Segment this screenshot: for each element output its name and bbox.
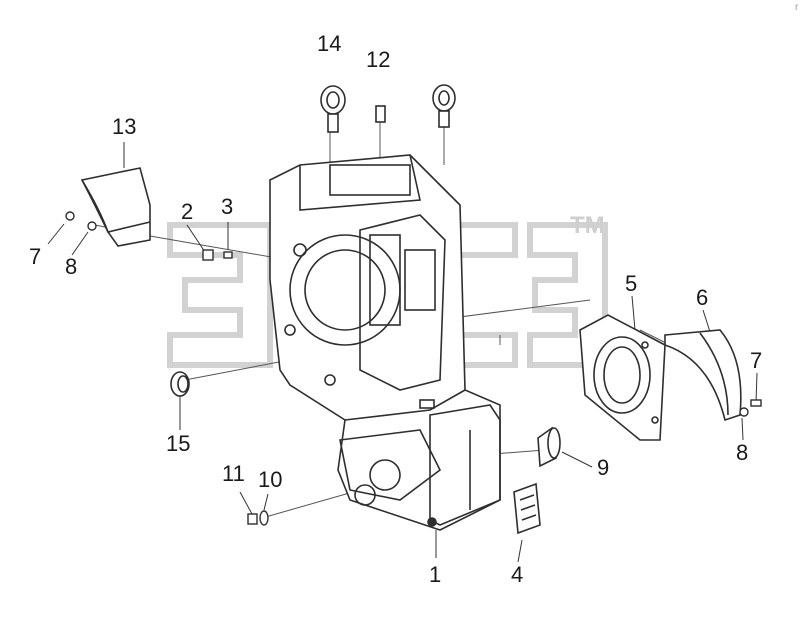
plug-2 xyxy=(202,249,214,261)
part-label-9: 9 xyxy=(597,455,610,480)
part-label-12: 12 xyxy=(366,47,391,72)
pin-3 xyxy=(223,251,233,259)
part-label-8-left: 8 xyxy=(65,254,78,279)
part-label-8-right: 8 xyxy=(736,440,749,465)
part-label-14: 14 xyxy=(317,31,342,56)
part-label-2: 2 xyxy=(181,199,194,224)
screw-7-right xyxy=(750,399,762,407)
part-label-15: 15 xyxy=(166,431,191,456)
part-label-3: 3 xyxy=(221,194,234,219)
cover-6 xyxy=(664,329,742,422)
plate-4 xyxy=(513,482,541,535)
part-label-6: 6 xyxy=(696,285,709,310)
main-housing xyxy=(269,154,501,531)
part-label-5: 5 xyxy=(625,271,638,296)
part-label-13: 13 xyxy=(112,114,137,139)
cap-9 xyxy=(537,426,561,468)
lifting-eye-bolt-left xyxy=(320,85,346,133)
ring-10 xyxy=(259,510,269,526)
watermark-tm: TM xyxy=(570,212,605,239)
stud-12 xyxy=(375,105,386,123)
lifting-eye-bolt-right xyxy=(432,84,456,128)
gasket-5 xyxy=(579,314,666,441)
corner-mark: r xyxy=(795,2,799,13)
plug-11 xyxy=(247,513,258,525)
part-label-7-left: 7 xyxy=(29,244,42,269)
washer-8-right xyxy=(739,407,749,417)
seal-15 xyxy=(170,371,190,397)
part-label-1: 1 xyxy=(429,562,442,587)
label-leader-lines xyxy=(47,142,758,563)
part-label-11: 11 xyxy=(222,461,245,486)
cover-13 xyxy=(80,167,151,247)
part-label-4: 4 xyxy=(511,562,524,587)
part-label-10: 10 xyxy=(258,467,283,492)
washer-8-left xyxy=(87,221,97,231)
screw-7-left xyxy=(65,211,75,221)
part-label-7-right: 7 xyxy=(750,348,763,373)
